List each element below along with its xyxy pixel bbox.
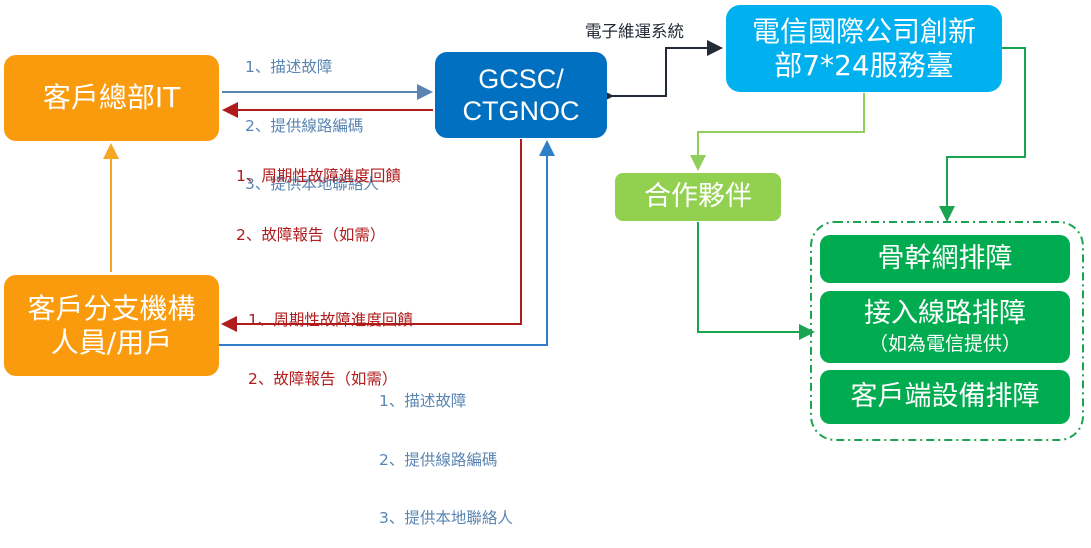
arrow-ctc-to-troubleshoot xyxy=(939,47,1026,222)
gcsc-label-line2: CTGNOC xyxy=(462,96,580,126)
ctc-label-line2: 部7*24服務臺 xyxy=(774,48,954,82)
ctc-service-desk-node: 電信國際公司創新 部7*24服務臺 xyxy=(726,5,1002,92)
request-item: 3、提供本地聯絡人 xyxy=(379,509,513,527)
feedback-item: 1、周期性故障進度回饋 xyxy=(236,167,401,185)
partner-node: 合作夥伴 xyxy=(615,173,781,221)
electronic-system-label: 電子維運系統 xyxy=(585,22,684,41)
request-item: 1、描述故障 xyxy=(245,58,333,76)
arrow-esys-bidirectional xyxy=(598,40,723,104)
feedback-item: 2、故障報告（如需） xyxy=(236,225,386,244)
request-item: 3、提供本地聯絡人 xyxy=(245,175,379,193)
arrow-partner-to-troubleshoot xyxy=(697,222,815,340)
connector-layer xyxy=(103,40,1084,441)
customer-branch-label-line1: 客戶分支機構 xyxy=(27,291,196,325)
branch-request-label: 1、描述故障 2、提供線路編碼 3、提供本地聯絡人 xyxy=(379,353,513,548)
hq-feedback-label: 1、周期性故障進度回饋 2、故障報告（如需） xyxy=(236,128,401,265)
ctc-label-line1: 電信國際公司創新 xyxy=(751,14,976,48)
customer-branch-node: 客戶分支機構 人員/用戶 xyxy=(4,275,219,376)
request-item: 2、提供線路編碼 xyxy=(245,116,364,135)
cpe-label: 客戶端設備排障 xyxy=(850,380,1040,412)
access-line-label: 接入線路排障 xyxy=(864,298,1026,330)
access-line-sublabel: （如為電信提供） xyxy=(868,332,1021,355)
arrow-branch-to-gcsc xyxy=(219,140,555,346)
backbone-label: 骨幹網排障 xyxy=(877,242,1013,274)
gcsc-label-line1: GCSC/ xyxy=(478,63,564,94)
hq-request-label: 1、描述故障 2、提供線路編碼 3、提供本地聯絡人 xyxy=(245,19,379,214)
feedback-item: 1、周期性故障進度回饋 xyxy=(248,311,413,329)
access-line-troubleshoot-node: 接入線路排障 （如為電信提供） xyxy=(820,291,1070,363)
customer-branch-label-line2: 人員/用戶 xyxy=(50,325,173,359)
arrow-gcsc-to-branch xyxy=(221,139,522,332)
gcsc-node: GCSC/ CTGNOC xyxy=(435,52,607,138)
partner-label: 合作夥伴 xyxy=(644,180,752,212)
customer-hq-node: 客戶總部IT xyxy=(4,55,219,141)
arrow-ctc-to-partner xyxy=(690,93,865,171)
feedback-item: 2、故障報告（如需） xyxy=(248,369,398,388)
troubleshoot-group-border xyxy=(810,221,1084,441)
branch-feedback-label: 1、周期性故障進度回饋 2、故障報告（如需） xyxy=(248,272,413,409)
backbone-troubleshoot-node: 骨幹網排障 xyxy=(820,235,1070,283)
cpe-troubleshoot-node: 客戶端設備排障 xyxy=(820,370,1070,424)
customer-hq-label: 客戶總部IT xyxy=(42,81,181,115)
request-item: 2、提供線路編碼 xyxy=(379,450,498,469)
request-item: 1、描述故障 xyxy=(379,392,467,410)
